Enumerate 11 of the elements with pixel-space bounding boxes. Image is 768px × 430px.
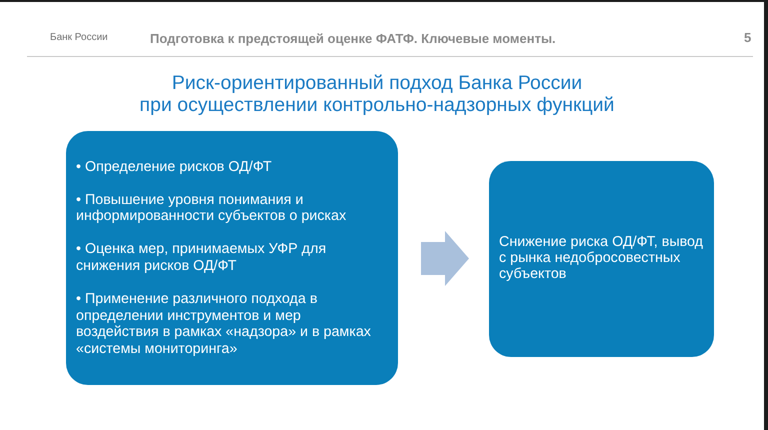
bullet-item: • Применение различного подхода в определении инструментов и мер воздействия в рамках «надзора» и в рамках «системы мониторинга» xyxy=(76,291,372,358)
rounded-box xyxy=(66,131,398,385)
bullet-item: • Определение рисков ОД/ФТ xyxy=(76,158,273,176)
rounded-box xyxy=(489,161,714,357)
box-text: Снижение риска ОД/ФТ, вывод с рынка недобросовестных субъектов xyxy=(499,235,704,283)
page-number: 5 xyxy=(744,30,752,45)
bullet-item: • Повышение уровня понимания и информированности субъектов о рисках xyxy=(76,192,348,225)
bank-name: Банк России xyxy=(50,32,108,44)
bullet-item: • Оценка мер, принимаемых УФР для снижения рисков ОД/ФТ xyxy=(76,241,328,275)
header-text: Подготовка к предстоящей оценке ФАТФ. Ключевые моменты. xyxy=(150,31,556,46)
slide-title: Риск-ориентированный подход Банка России при осуществлении контрольно-надзорных функций xyxy=(138,72,616,116)
